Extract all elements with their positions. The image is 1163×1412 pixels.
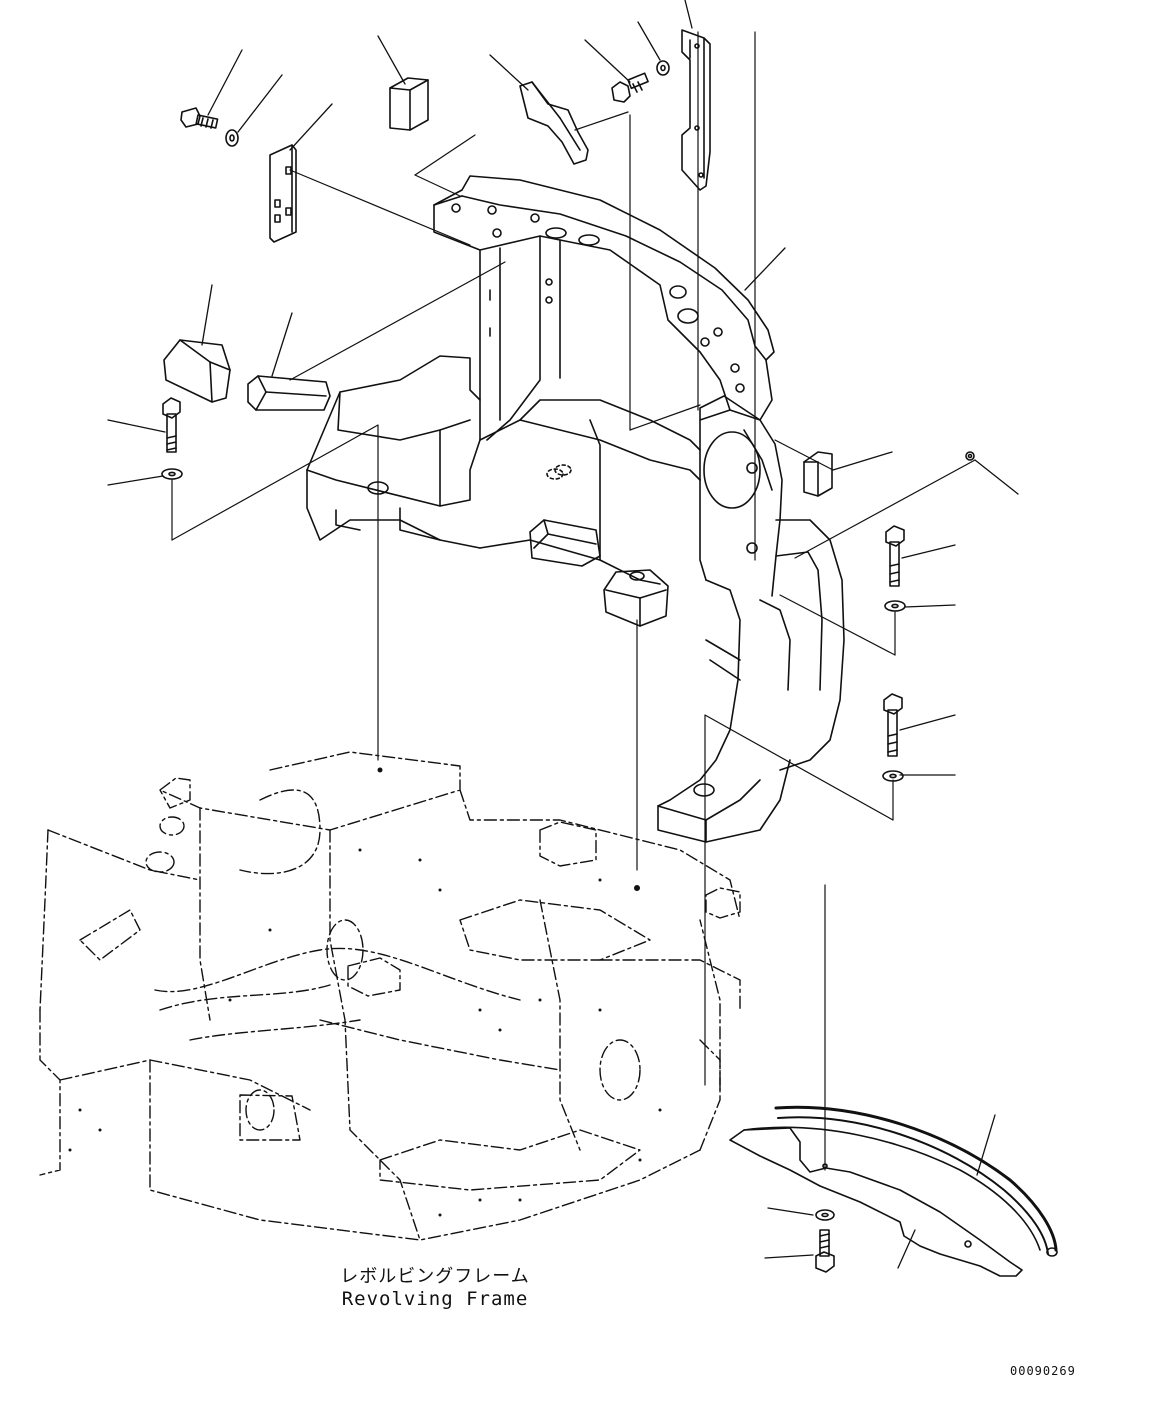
- small-bolt-right: [965, 451, 975, 461]
- washer-right-lower: [882, 770, 904, 782]
- frame-caption-english: Revolving Frame: [341, 1288, 529, 1310]
- bolt-right-upper: [885, 525, 905, 587]
- curved-cover-plate: [729, 1126, 1041, 1277]
- washer-top-center: [656, 60, 670, 76]
- drawing-number: 00090269: [1010, 1364, 1076, 1378]
- bracket-plate-left: [269, 144, 297, 243]
- bolt-left-vertical: [162, 397, 181, 453]
- frame-caption-japanese: レボルビングフレーム: [340, 1266, 530, 1287]
- spacer-block-right: [803, 451, 833, 497]
- spacer-block-top: [389, 77, 429, 131]
- washer-top-left: [225, 129, 239, 147]
- leader-lines: [107, 0, 1019, 1269]
- washer-bottom: [815, 1209, 835, 1221]
- bolt-bottom: [815, 1229, 835, 1273]
- revolving-frame-phantom: [39, 751, 741, 1241]
- bolt-top-center: [611, 72, 649, 103]
- bent-bracket-top: [519, 81, 589, 165]
- frame-holes: [68, 767, 662, 1217]
- assembly-lines: [171, 31, 976, 1171]
- main-bracket-assembly: [306, 175, 845, 843]
- wedge-block-left: [163, 339, 231, 403]
- long-bracket-top-right: [681, 29, 711, 191]
- rubber-seal-strip: [774, 1105, 1058, 1257]
- angle-bracket-left: [247, 375, 331, 411]
- washer-right-upper: [884, 600, 906, 612]
- washer-left: [161, 468, 183, 480]
- bolt-top-left: [180, 107, 219, 129]
- bolt-right-lower: [883, 693, 903, 757]
